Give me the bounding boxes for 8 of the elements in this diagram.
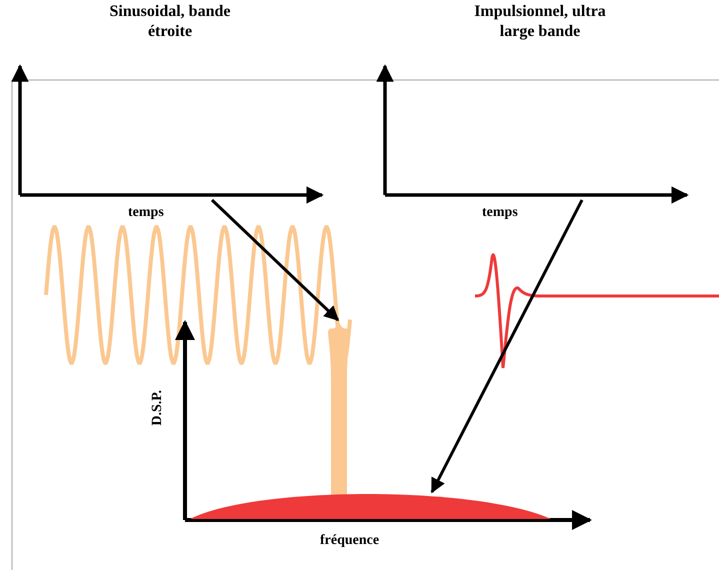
plot-title: Sinusoidal, bande étroite (108, 2, 232, 42)
plot-title: Impulsionnel, ultra large bande (473, 2, 607, 42)
axis-label: temps (482, 205, 518, 221)
arrow (430, 199, 584, 494)
arrow (210, 198, 340, 322)
axis-label: fréquence (320, 533, 380, 549)
axis-label: D.S.P. (150, 390, 166, 426)
axis-label: temps (128, 205, 164, 221)
